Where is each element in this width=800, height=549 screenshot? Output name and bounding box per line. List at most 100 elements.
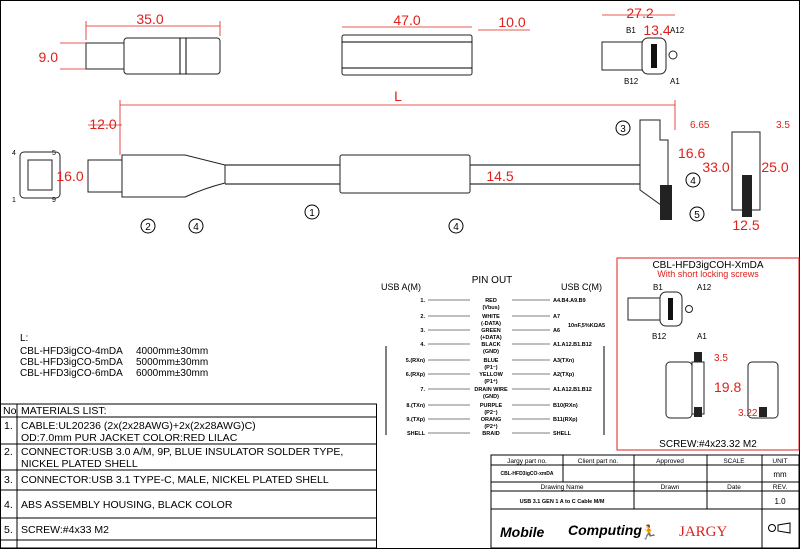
svg-text:CBL-HFD3igCOH-XmDA: CBL-HFD3igCOH-XmDA	[652, 260, 763, 271]
dim-overall-length: L	[394, 88, 402, 104]
svg-text:NICKEL PLATED SHELL: NICKEL PLATED SHELL	[21, 458, 138, 470]
logo-computing: Computing	[568, 522, 642, 538]
svg-text:6000mm±30mm: 6000mm±30mm	[136, 368, 208, 379]
pin-a: SHELL	[407, 431, 426, 437]
pinout-row: 4.BLACK(GND)A1.A12.B1.B12	[420, 342, 591, 355]
svg-text:UNIT: UNIT	[772, 458, 787, 465]
dim-c-top: 6.65	[690, 120, 710, 131]
svg-text:Client part no.: Client part no.	[578, 458, 619, 465]
svg-text:3.: 3.	[4, 474, 13, 486]
svg-text:A12: A12	[697, 283, 712, 292]
usb-c-top-view: 27.2 13.4 B1 A12 B12 A1	[601, 5, 685, 86]
pin-a: 5.(RXn)	[406, 358, 425, 364]
svg-text:CBL-HFD3igCO-6mDA: CBL-HFD3igCO-6mDA	[20, 368, 123, 379]
svg-text:5: 5	[52, 150, 56, 157]
pinout-diagram: PIN OUT USB A(M) USB C(M) 10nF,5%KΩA5 1.…	[381, 275, 605, 437]
wire-signal: (GND)	[483, 394, 499, 400]
dim-a-tip: 12.0	[89, 116, 116, 132]
wire-color: WHITE	[482, 314, 500, 320]
wire-color: BRAID	[482, 431, 499, 437]
svg-text:With short locking screws: With short locking screws	[657, 269, 759, 279]
svg-text:SCREW:#4x23.32 M2: SCREW:#4x23.32 M2	[659, 439, 757, 450]
dim-plug-height: 9.0	[39, 49, 59, 65]
pin-a: 8.(TXn)	[406, 403, 425, 409]
pin-a: 2.	[420, 314, 425, 320]
svg-text:B1: B1	[653, 283, 663, 292]
dim-a-body: 16.0	[56, 168, 83, 184]
wire-color: YELLOW	[479, 372, 503, 378]
svg-text:B12: B12	[652, 332, 667, 341]
title-block: Jargy part no. Client part no. Approved …	[490, 454, 800, 549]
pin-c: A1.A12.B1.B12	[553, 342, 592, 348]
pinout-row: 8.(TXn)PURPLE(P2⁻)B10(RXn)	[406, 403, 578, 416]
svg-text:4.: 4.	[4, 499, 13, 511]
svg-text:USB C(M): USB C(M)	[561, 282, 602, 292]
wire-color: PURPLE	[480, 403, 503, 409]
pin-c: B10(RXn)	[553, 403, 578, 409]
svg-text:2: 2	[145, 222, 151, 233]
svg-text:Date: Date	[727, 484, 741, 491]
pin-a: 1.	[420, 298, 425, 304]
svg-text:4: 4	[193, 222, 199, 233]
svg-text:USB A(M): USB A(M)	[381, 282, 421, 292]
pin-c: A7	[553, 314, 560, 320]
svg-text:Drawn: Drawn	[661, 484, 680, 491]
svg-text:CONNECTOR:USB 3.0 A/M, 9P, BLU: CONNECTOR:USB 3.0 A/M, 9P, BLUE INSULATO…	[21, 446, 343, 458]
wire-signal: (P1⁻)	[484, 365, 497, 371]
pinout-row: 2. WHITE(-DATA) A7	[420, 314, 560, 327]
dim-c-mid: 16.6	[678, 145, 705, 161]
logo-runner-icon: 🏃	[640, 524, 657, 540]
wire-signal: (P1⁺)	[484, 378, 497, 385]
logo-jargy: JARGY	[679, 524, 728, 540]
svg-text:2.: 2.	[4, 446, 13, 458]
pin-label-a12: A12	[670, 26, 685, 35]
pin-label-b1: B1	[626, 26, 636, 35]
pinout-row: 1.RED(Vbus)A4.B4.A9.B9	[420, 298, 585, 311]
pin-a: 3.	[420, 328, 425, 334]
dim-sleeve-dia: 10.0	[498, 14, 525, 30]
pinout-row: 9.(TXp)ORANG(P2⁺)B11(RXp)	[406, 417, 577, 430]
svg-text:A1: A1	[697, 332, 707, 341]
wire-color: RED	[485, 298, 497, 304]
wire-color: GREEN	[481, 328, 501, 334]
svg-text:OD:7.0mm PUR JACKET COLOR:RED: OD:7.0mm PUR JACKET COLOR:RED LILAC	[21, 432, 238, 444]
pin-a: 4.	[420, 342, 425, 348]
dim-c-width: 27.2	[626, 5, 653, 21]
balloon-callouts: 1 2 3 4 4 4 5	[140, 120, 705, 234]
svg-text:5: 5	[694, 210, 700, 221]
svg-text:10nF,5%KΩA5: 10nF,5%KΩA5	[568, 323, 605, 329]
svg-text:9: 9	[52, 197, 56, 204]
svg-text:CABLE:UL20236 (2x(2x28AWG)+2x(: CABLE:UL20236 (2x(2x28AWG)+2x(2x28AWG)C)	[21, 420, 256, 432]
svg-text:ABS ASSEMBLY HOUSING, BLACK CO: ABS ASSEMBLY HOUSING, BLACK COLOR	[21, 499, 233, 511]
dim-c-screw-top: 3.5	[776, 120, 790, 131]
usb-a-side-view: 35.0 9.0	[39, 11, 221, 75]
svg-text:No: No	[3, 405, 17, 417]
svg-text:L:: L:	[20, 333, 28, 344]
svg-text:USB 3.1 GEN 1 A to C Cable M/M: USB 3.1 GEN 1 A to C Cable M/M	[520, 499, 605, 505]
pinout-row: 6.(RXp)YELLOW(P1⁺)A2(TXp)	[406, 372, 575, 385]
svg-text:4: 4	[690, 176, 696, 187]
wire-signal: (Vbus)	[482, 305, 499, 311]
pinout-row: 5.(RXn)BLUE(P1⁻)A3(TXn)	[406, 358, 575, 371]
pin-a: 6.(RXp)	[406, 372, 425, 378]
svg-text:Jargy part no.: Jargy part no.	[507, 458, 547, 465]
svg-text:3.22: 3.22	[738, 408, 758, 419]
pin-label-b12: B12	[624, 77, 639, 86]
pin-a: 7.	[420, 387, 425, 393]
pin-c: B11(RXp)	[553, 417, 578, 423]
wire-color: ORANG	[481, 417, 501, 423]
svg-text:4000mm±30mm: 4000mm±30mm	[136, 346, 208, 357]
svg-text:19.8: 19.8	[714, 379, 741, 395]
wire-signal: (-DATA)	[481, 321, 501, 327]
svg-text:CONNECTOR:USB 3.1 TYPE-C, MALE: CONNECTOR:USB 3.1 TYPE-C, MALE, NICKEL P…	[21, 474, 329, 486]
svg-text:REV.: REV.	[773, 484, 788, 491]
svg-text:CBL-HFD3igCO-4mDA: CBL-HFD3igCO-4mDA	[20, 346, 123, 357]
wire-color: BLACK	[481, 342, 500, 348]
svg-text:5.: 5.	[4, 524, 13, 536]
svg-text:5000mm±30mm: 5000mm±30mm	[136, 357, 208, 368]
dim-c-depth: 12.5	[732, 217, 759, 233]
